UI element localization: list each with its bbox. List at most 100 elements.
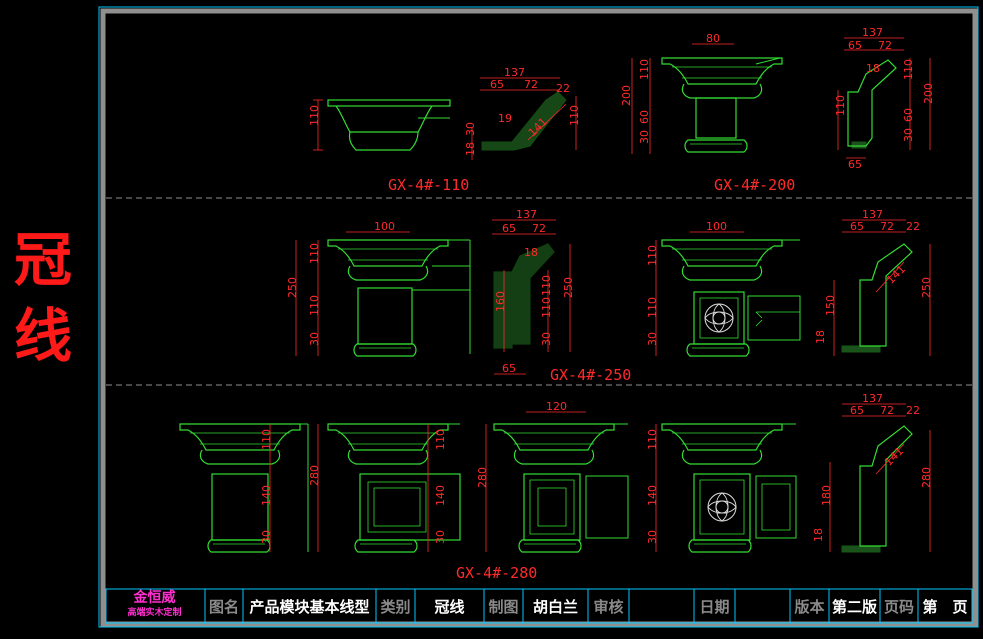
inner-frame bbox=[100, 8, 978, 627]
dim-gx250b-30: 30 bbox=[646, 332, 659, 346]
category-value: 冠线 bbox=[434, 597, 465, 616]
outer-border bbox=[98, 6, 979, 628]
dim-gx200-30: 30 bbox=[638, 130, 651, 144]
brand-tagline: 高端实木定制 bbox=[127, 608, 182, 618]
dim-gx250b-250: 250 bbox=[920, 277, 933, 298]
dim-gx250-160: 160 bbox=[494, 291, 507, 312]
dim-gx280b-30: 30 bbox=[434, 530, 447, 544]
model-label-280: GX-4#-280 bbox=[456, 564, 537, 582]
gx-280-elevation-c bbox=[485, 411, 629, 553]
dim-gx250-250: 250 bbox=[286, 277, 299, 298]
dim-gx280b-140: 140 bbox=[434, 485, 447, 506]
dim-gx110-22: 22 bbox=[556, 82, 570, 95]
dim-gx110-137: 137 bbox=[504, 66, 525, 79]
dim-gx110-19: 19 bbox=[498, 112, 512, 125]
dim-gx250b-141: 141 bbox=[884, 263, 908, 287]
dim-gx250-18: 18 bbox=[524, 246, 538, 259]
dim-gx110-18: 18 bbox=[464, 142, 477, 156]
side-title-char-2: 线 bbox=[13, 302, 72, 370]
dim-gx250-110b: 110 bbox=[308, 295, 321, 316]
dim-gx200-section-110b: 110 bbox=[902, 59, 915, 80]
page-prefix: 第 bbox=[922, 597, 938, 616]
gx-200-section bbox=[837, 37, 931, 159]
dim-gx280a-30: 30 bbox=[260, 530, 273, 544]
dim-gx250b-110a: 110 bbox=[646, 245, 659, 266]
dim-gx200-section-200: 200 bbox=[922, 83, 935, 104]
version-value: 第二版 bbox=[831, 597, 877, 616]
dim-gx110-72: 72 bbox=[524, 78, 538, 91]
version-label: 版本 bbox=[794, 597, 825, 616]
gx-280-elevation-b bbox=[327, 423, 461, 553]
dim-gx280-section-65: 65 bbox=[850, 404, 864, 417]
dim-gx280a-280: 280 bbox=[308, 465, 321, 486]
drafter-label: 制图 bbox=[488, 597, 519, 616]
dimension-labels: 110 137 65 72 22 19 30 18 141 110 80 200… bbox=[260, 26, 935, 544]
gx-110-section bbox=[471, 77, 577, 160]
dim-gx200-section-30: 30 bbox=[902, 128, 915, 142]
drafter-value: 胡白兰 bbox=[532, 597, 578, 616]
dim-gx110-65: 65 bbox=[490, 78, 504, 91]
dim-gx280d-110: 110 bbox=[646, 429, 659, 450]
gx-250-elevation-a bbox=[295, 231, 471, 357]
dim-gx250b-100: 100 bbox=[706, 220, 727, 233]
gx-280-elevation-a bbox=[179, 423, 319, 553]
dim-gx280b-110: 110 bbox=[434, 429, 447, 450]
side-title-char-1: 冠 bbox=[13, 226, 72, 294]
dim-gx280a-140: 140 bbox=[260, 485, 273, 506]
dim-gx250-30: 30 bbox=[308, 332, 321, 346]
category-label: 类别 bbox=[380, 597, 411, 616]
gx-200-elevation bbox=[631, 43, 783, 154]
dim-gx200-section-65: 65 bbox=[848, 158, 862, 171]
dim-gx250-section-110b: 110 bbox=[540, 297, 553, 318]
reviewer-label: 审核 bbox=[593, 597, 624, 616]
dim-gx110-30: 30 bbox=[464, 122, 477, 136]
side-title: 冠 线 bbox=[8, 222, 78, 374]
dim-gx250-section-250: 250 bbox=[562, 277, 575, 298]
date-label: 日期 bbox=[699, 597, 730, 616]
brand-name: 金恒威 bbox=[133, 590, 176, 606]
dim-gx200-section-60: 60 bbox=[902, 108, 915, 122]
page-label: 页码 bbox=[883, 597, 914, 616]
title-block-grid bbox=[105, 588, 973, 624]
dim-gx250-110a: 110 bbox=[308, 243, 321, 264]
gx-250-section bbox=[492, 219, 571, 375]
dim-gx250b-137: 137 bbox=[862, 208, 883, 221]
drawing-name-label: 图名 bbox=[208, 597, 239, 616]
dim-gx280a-110: 110 bbox=[260, 429, 273, 450]
dim-gx280d-140: 140 bbox=[646, 485, 659, 506]
dim-gx250b-150: 150 bbox=[824, 295, 837, 316]
gx-250-elevation-b bbox=[655, 231, 801, 357]
gx-280-section bbox=[829, 403, 931, 553]
dim-gx280-section-18: 18 bbox=[812, 528, 825, 542]
dim-gx200-80: 80 bbox=[706, 32, 720, 45]
dim-gx250-72: 72 bbox=[532, 222, 546, 235]
dim-gx250b-65: 65 bbox=[850, 220, 864, 233]
dim-gx280c-280: 280 bbox=[476, 467, 489, 488]
dim-gx250b-22: 22 bbox=[906, 220, 920, 233]
dim-gx280d-30: 30 bbox=[646, 530, 659, 544]
model-label-110: GX-4#-110 bbox=[388, 176, 469, 194]
model-label-250: GX-4#-250 bbox=[550, 366, 631, 384]
gx-110-elevation bbox=[313, 99, 451, 151]
dim-gx280-section-137: 137 bbox=[862, 392, 883, 405]
dim-gx250-section-110a: 110 bbox=[540, 275, 553, 296]
dim-gx200-137: 137 bbox=[862, 26, 883, 39]
dim-gx250-100: 100 bbox=[374, 220, 395, 233]
dim-gx250b-110b: 110 bbox=[646, 297, 659, 318]
dim-gx110-section-height: 110 bbox=[568, 105, 581, 126]
model-labels: GX-4#-110 GX-4#-200 GX-4#-250 GX-4#-280 bbox=[388, 176, 795, 582]
dim-gx110-height: 110 bbox=[308, 105, 321, 126]
dim-gx200-110: 110 bbox=[638, 59, 651, 80]
dim-gx200-60: 60 bbox=[638, 110, 651, 124]
dim-gx250-section-30: 30 bbox=[540, 332, 553, 346]
dim-gx250-section-65: 65 bbox=[502, 362, 516, 375]
drawing-name-value: 产品模块基本线型 bbox=[249, 597, 370, 616]
page-suffix: 页 bbox=[952, 597, 968, 616]
dim-gx200-65: 65 bbox=[848, 39, 862, 52]
dim-gx280c-120: 120 bbox=[546, 400, 567, 413]
dim-gx250b-72: 72 bbox=[880, 220, 894, 233]
dim-gx200-200: 200 bbox=[620, 85, 633, 106]
dim-gx200-72: 72 bbox=[878, 39, 892, 52]
gx-280-elevation-d bbox=[655, 423, 797, 553]
